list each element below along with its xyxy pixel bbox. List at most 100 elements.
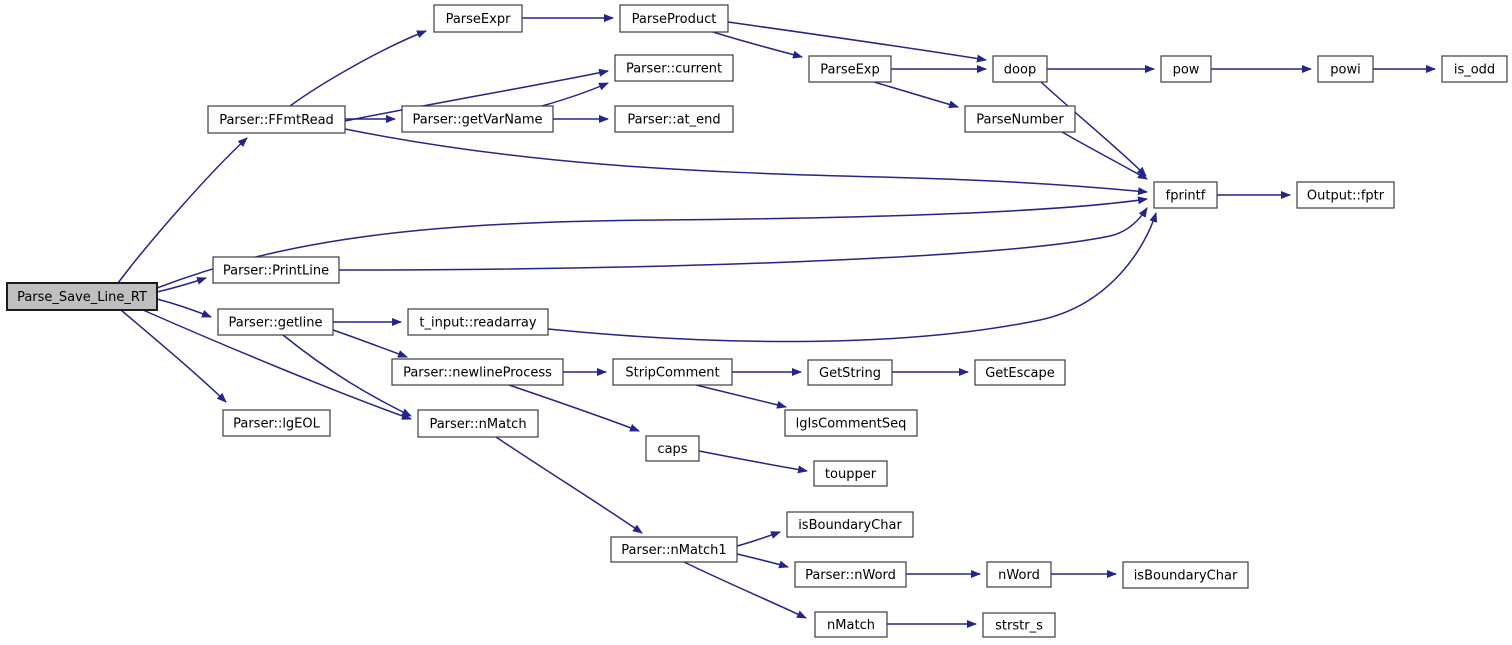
node-box-is-odd	[1441, 55, 1508, 83]
node-getstring[interactable]: GetString	[807, 359, 893, 386]
node-parse-expr[interactable]: ParseExpr	[433, 4, 523, 33]
node-box-parser-nword	[794, 561, 907, 588]
node-output-fptr[interactable]: Output::fptr	[1296, 181, 1395, 209]
node-label-parse-number: ParseNumber	[976, 113, 1064, 128]
node-label-nword: nWord	[998, 568, 1040, 583]
node-box-getstring	[807, 359, 893, 386]
edge-parse-save-line-rt-to-parser-ffmtread	[117, 137, 248, 284]
node-box-parser-current	[614, 54, 734, 82]
node-box-parser-ffmtread	[207, 105, 346, 134]
node-parser-at-end[interactable]: Parser::at_end	[614, 105, 734, 133]
node-label-strstr-s: strstr_s	[995, 619, 1043, 634]
node-label-isboundarychar: isBoundaryChar	[798, 518, 902, 533]
node-lgiscommentseq[interactable]: lgIsCommentSeq	[784, 409, 918, 437]
node-box-t-input-readarray	[407, 308, 549, 336]
edge-parser-nmatch-to-parser-nmatch1	[495, 436, 643, 534]
node-label-powi: powi	[1330, 63, 1360, 78]
node-label-parser-getvarname: Parser::getVarName	[412, 113, 542, 128]
edge-parser-printline-to-fprintf	[338, 207, 1148, 271]
node-pow[interactable]: pow	[1160, 55, 1212, 83]
node-isboundarychar2[interactable]: isBoundaryChar	[1122, 561, 1249, 589]
edge-parser-getline-to-parser-nmatch	[282, 334, 412, 417]
node-stripcomment[interactable]: StripComment	[612, 358, 733, 386]
edge-parser-getline-to-parser-newlineprocess	[332, 329, 408, 358]
edge-parser-ffmtread-to-fprintf	[344, 128, 1148, 196]
node-label-parser-printline: Parser::PrintLine	[223, 264, 329, 279]
node-strstr-s[interactable]: strstr_s	[982, 612, 1056, 638]
node-box-parser-lgeol	[222, 409, 331, 437]
node-doop[interactable]: doop	[992, 55, 1048, 83]
node-parser-ffmtread[interactable]: Parser::FFmtRead	[207, 105, 346, 134]
node-label-parser-at-end: Parser::at_end	[627, 113, 720, 128]
node-parser-printline[interactable]: Parser::PrintLine	[212, 256, 340, 284]
node-label-parse-save-line-rt: Parse_Save_Line_RT	[17, 290, 147, 305]
edge-parse-product-to-doop	[727, 21, 987, 63]
edge-parse-exp-to-parse-number	[873, 81, 959, 109]
node-label-t-input-readarray: t_input::readarray	[419, 316, 536, 331]
node-parser-nmatch1[interactable]: Parser::nMatch1	[610, 536, 738, 563]
node-box-caps	[645, 435, 700, 462]
node-parser-newlineprocess[interactable]: Parser::newlineProcess	[391, 358, 564, 386]
node-box-nword	[986, 561, 1052, 588]
node-box-nmatch	[814, 611, 888, 638]
node-label-stripcomment: StripComment	[625, 366, 719, 381]
node-box-doop	[992, 55, 1048, 83]
node-parser-nword[interactable]: Parser::nWord	[794, 561, 907, 588]
node-box-getescape	[974, 359, 1066, 386]
node-parser-lgeol[interactable]: Parser::lgEOL	[222, 409, 331, 437]
node-label-parser-lgeol: Parser::lgEOL	[233, 417, 321, 432]
node-box-output-fptr	[1296, 181, 1395, 209]
node-label-output-fptr: Output::fptr	[1307, 189, 1385, 204]
node-nword[interactable]: nWord	[986, 561, 1052, 588]
edge-parser-ffmtread-to-parse-expr	[289, 30, 427, 107]
node-box-isboundarychar	[786, 511, 914, 538]
node-label-parser-newlineprocess: Parser::newlineProcess	[403, 366, 552, 381]
node-box-parser-printline	[212, 256, 340, 284]
node-t-input-readarray[interactable]: t_input::readarray	[407, 308, 549, 336]
node-box-strstr-s	[982, 612, 1056, 638]
node-label-toupper: toupper	[825, 467, 877, 482]
node-label-parser-ffmtread: Parser::FFmtRead	[219, 113, 334, 128]
node-label-doop: doop	[1004, 63, 1036, 78]
edge-parse-save-line-rt-to-parser-nmatch	[142, 309, 412, 420]
node-is-odd[interactable]: is_odd	[1441, 55, 1508, 83]
node-label-is-odd: is_odd	[1454, 63, 1495, 78]
node-parse-exp[interactable]: ParseExp	[808, 55, 892, 83]
node-caps[interactable]: caps	[645, 435, 700, 462]
node-label-parser-nword: Parser::nWord	[805, 568, 896, 583]
edge-parser-getvarname-to-parser-current	[541, 82, 609, 107]
node-label-nmatch: nMatch	[827, 618, 875, 633]
edge-t-input-readarray-to-fprintf	[547, 212, 1158, 343]
node-box-parser-newlineprocess	[391, 358, 564, 386]
edge-parser-nmatch1-to-isboundarychar	[736, 531, 781, 547]
node-parser-getline[interactable]: Parser::getline	[217, 308, 334, 336]
node-box-parser-getvarname	[401, 105, 554, 133]
edge-parse-save-line-rt-to-parser-getline	[156, 298, 212, 318]
node-parse-number[interactable]: ParseNumber	[964, 105, 1076, 133]
node-label-parser-nmatch: Parser::nMatch	[429, 417, 526, 432]
edge-parse-save-line-rt-to-fprintf	[156, 196, 1148, 289]
node-powi[interactable]: powi	[1317, 55, 1374, 83]
node-fprintf[interactable]: fprintf	[1153, 181, 1218, 209]
edge-parse-product-to-parse-exp	[712, 31, 803, 59]
node-label-caps: caps	[657, 442, 687, 457]
node-isboundarychar[interactable]: isBoundaryChar	[786, 511, 914, 538]
node-label-parse-product: ParseProduct	[632, 12, 717, 27]
node-parser-current[interactable]: Parser::current	[614, 54, 734, 82]
node-label-parse-exp: ParseExp	[820, 63, 880, 78]
node-parse-save-line-rt[interactable]: Parse_Save_Line_RT	[6, 282, 158, 311]
node-label-fprintf: fprintf	[1166, 189, 1206, 204]
node-box-powi	[1317, 55, 1374, 83]
node-parser-nmatch[interactable]: Parser::nMatch	[417, 409, 539, 438]
node-getescape[interactable]: GetEscape	[974, 359, 1066, 386]
node-box-parser-getline	[217, 308, 334, 336]
node-parser-getvarname[interactable]: Parser::getVarName	[401, 105, 554, 133]
edge-doop-to-fprintf	[1040, 81, 1147, 177]
node-toupper[interactable]: toupper	[813, 460, 888, 487]
node-nmatch[interactable]: nMatch	[814, 611, 888, 638]
node-label-getstring: GetString	[819, 366, 881, 381]
node-parse-product[interactable]: ParseProduct	[619, 4, 729, 33]
edge-parser-nmatch1-to-nmatch	[683, 561, 807, 619]
node-label-parser-nmatch1: Parser::nMatch1	[621, 543, 726, 558]
